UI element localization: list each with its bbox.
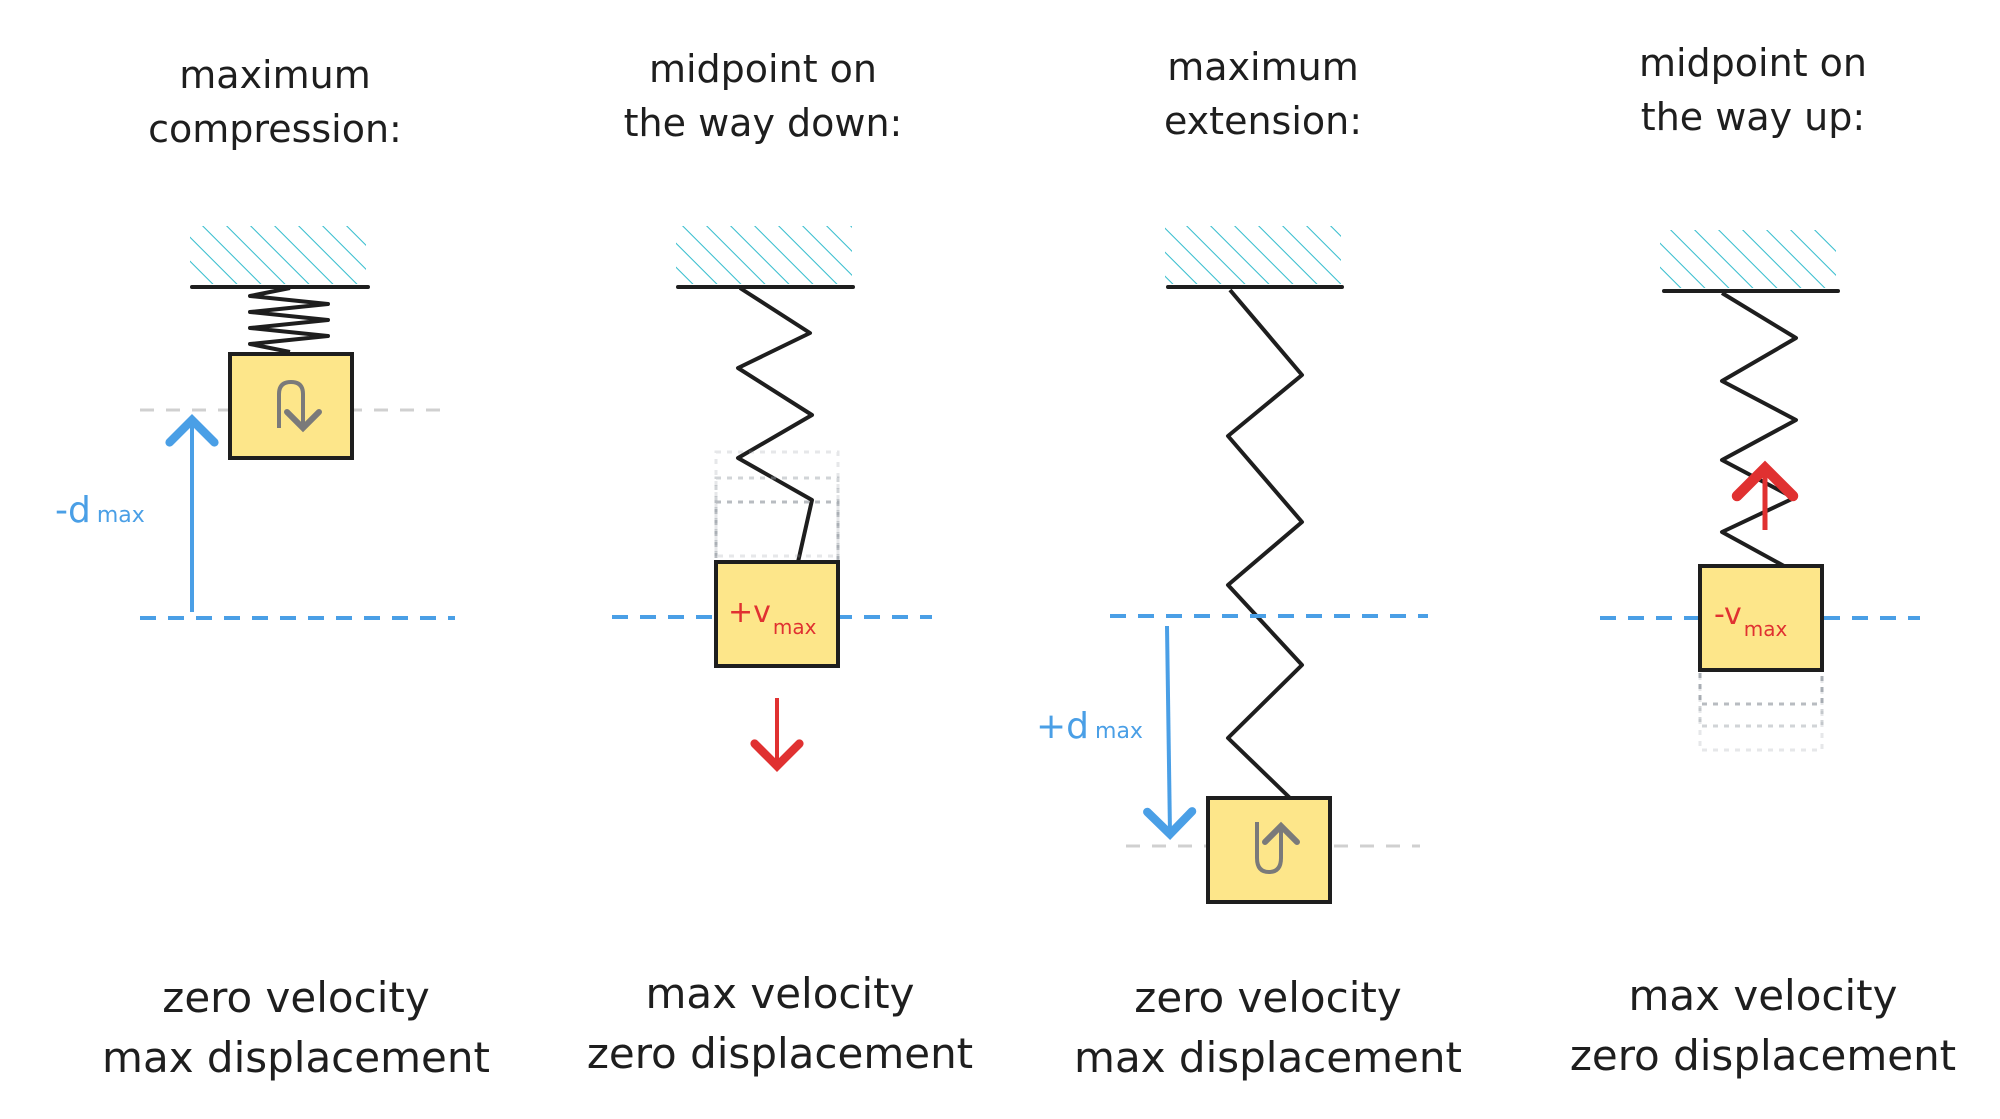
spring-extended: [1226, 288, 1304, 800]
spring-compressed: [248, 286, 330, 354]
mass-block: [1206, 796, 1332, 904]
panel-title-line1: midpoint on: [649, 47, 877, 91]
spring: [1720, 291, 1798, 568]
panel-footer-line2: zero displacement: [1570, 1031, 1956, 1080]
panel-title-line2: the way down:: [624, 101, 903, 145]
turn-up-arrow-icon: [1255, 821, 1300, 875]
ceiling-hatch: [1660, 230, 1836, 288]
panel-footer-line1: zero velocity: [1134, 973, 1401, 1022]
panel-title-line1: maximum: [179, 53, 370, 97]
ceiling-hatch: [190, 226, 366, 284]
panel-footer-line1: max velocity: [645, 969, 914, 1018]
displacement-arrow: [1143, 625, 1197, 840]
mass-block: [714, 560, 840, 668]
turn-down-arrow-icon: [277, 379, 322, 433]
panel-title-line1: maximum: [1167, 45, 1358, 89]
ceiling-hatch: [1165, 226, 1341, 284]
panel-title-line1: midpoint on: [1639, 41, 1867, 85]
panel-title-line2: the way up:: [1641, 95, 1865, 139]
panel-footer-line2: max displacement: [102, 1033, 490, 1082]
panel-title-line2: compression:: [148, 107, 402, 151]
spring: [736, 286, 814, 563]
mass-block: [228, 352, 354, 460]
panel-footer-line2: zero displacement: [587, 1029, 973, 1078]
panel-footer-line2: max displacement: [1074, 1033, 1462, 1082]
panel-footer-line1: zero velocity: [162, 973, 429, 1022]
ceiling-hatch: [676, 226, 852, 284]
mass-block: [1698, 564, 1824, 672]
panel-footer-line1: max velocity: [1628, 971, 1897, 1020]
panel-title-line2: extension:: [1164, 99, 1362, 143]
